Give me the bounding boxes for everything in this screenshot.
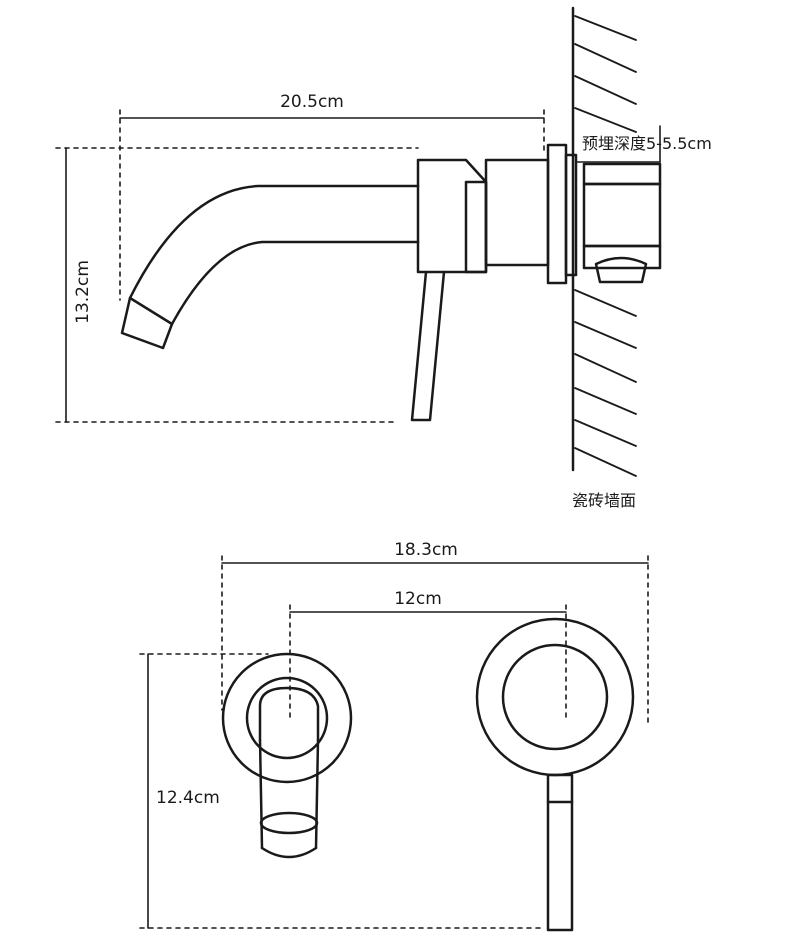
spout: [120, 184, 420, 350]
handle-lever: [410, 270, 446, 422]
wall-label: 瓷砖墙面: [572, 491, 636, 510]
depth-dimension-line: [575, 125, 661, 163]
center-distance-label: 12cm: [394, 589, 442, 609]
front-view: [139, 555, 649, 932]
tile-wall: [571, 6, 637, 477]
handle-lever-front: [546, 773, 574, 932]
width-dimension-line: [119, 109, 545, 301]
front-height-label: 12.4cm: [156, 788, 220, 808]
handle-escutcheon: [475, 617, 635, 777]
center-distance-dimension-line: [289, 604, 567, 721]
total-width-label: 18.3cm: [394, 540, 458, 560]
valve-body: [416, 143, 578, 285]
side-view: [55, 6, 662, 477]
height-label: 13.2cm: [73, 260, 93, 324]
embedded-valve: [582, 162, 662, 284]
total-width-dimension-line: [221, 555, 649, 727]
depth-label: 预埋深度5-5.5cm: [582, 134, 712, 153]
spout-front: [258, 686, 320, 859]
front-height-dimension-line: [139, 653, 546, 929]
width-label: 20.5cm: [280, 92, 344, 112]
spout-escutcheon: [221, 652, 353, 784]
height-dimension-line: [55, 147, 419, 423]
